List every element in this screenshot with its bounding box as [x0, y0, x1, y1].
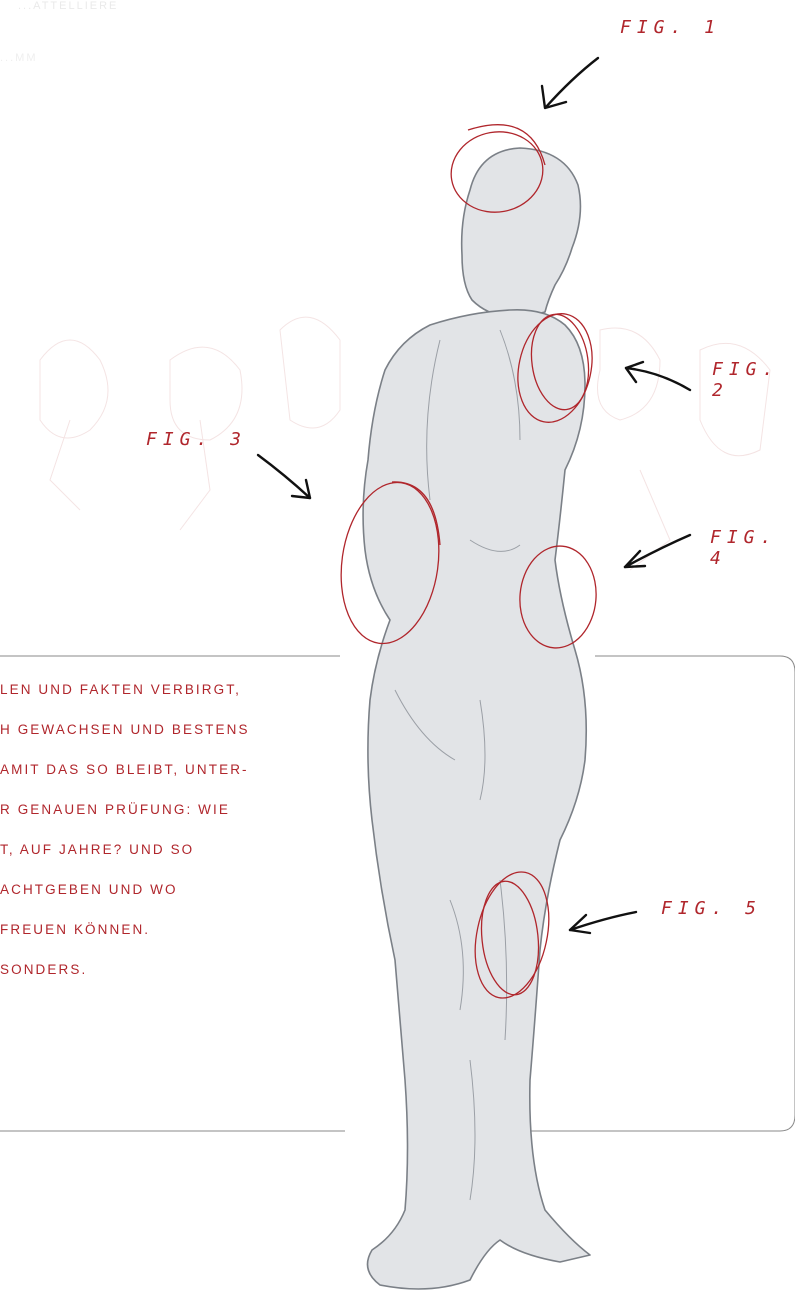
fig3-arrow — [258, 455, 310, 498]
body-text-line: ACHTGEBEN UND WO — [0, 882, 178, 897]
fig2-arrowhead — [626, 362, 643, 382]
body-text-line: R GENAUEN PRÜFUNG: WIE — [0, 802, 230, 817]
body-text-line: LEN UND FAKTEN VERBIRGT, — [0, 682, 241, 697]
fig3-label: FIG. 3 — [146, 429, 247, 450]
body-text-line: SONDERS. — [0, 962, 87, 977]
fig5-label: FIG. 5 — [661, 898, 762, 919]
fig2-arrow — [626, 368, 690, 390]
fig1-arrow — [546, 58, 598, 107]
body-text-line: FREUEN KÖNNEN. — [0, 922, 150, 937]
fig1-label: FIG. 1 — [620, 17, 721, 38]
fig4-label: FIG. 4 — [710, 527, 795, 569]
body-text-line: AMIT DAS SO BLEIBT, UNTER- — [0, 762, 249, 777]
fig4-arrow — [625, 535, 690, 567]
body-text-line: T, AUF JAHRE? UND SO — [0, 842, 194, 857]
fig2-label: FIG. 2 — [712, 359, 795, 401]
body-text-line: H GEWACHSEN UND BESTENS — [0, 722, 250, 737]
